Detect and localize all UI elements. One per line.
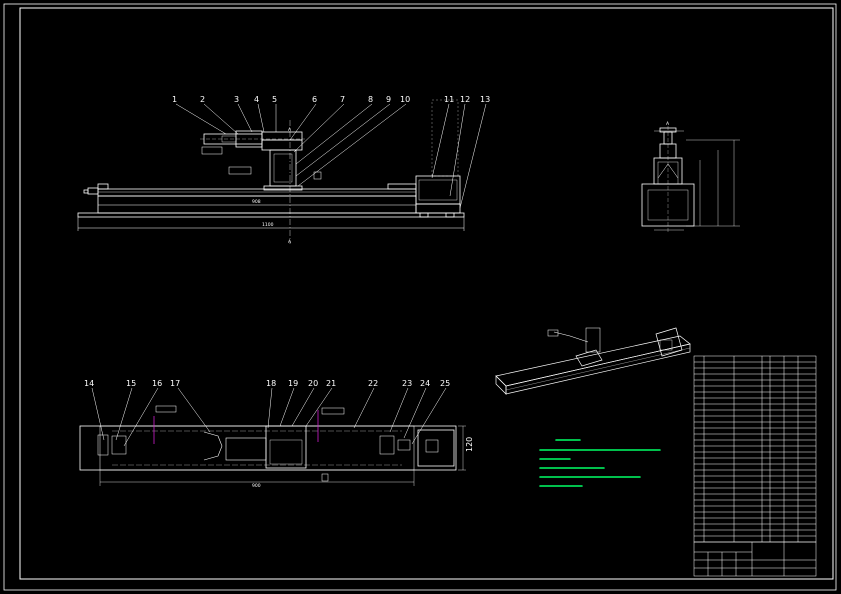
- technical-notes: [539, 439, 661, 487]
- title-block: [693, 541, 817, 577]
- sheet-outer-border: [3, 3, 837, 591]
- dimension-length: 900: [252, 483, 261, 489]
- dimension-height: 120: [465, 437, 474, 452]
- callout-5: 5: [272, 95, 277, 104]
- plan-view: [79, 405, 466, 486]
- callout-9: 9: [386, 95, 391, 104]
- callout-14: 14: [84, 379, 94, 388]
- front-view-callouts: 1 2 3 4 5 6 7 8 9 10 11 12 13: [172, 95, 490, 104]
- dimension-overall: 1100: [262, 222, 274, 228]
- callout-7: 7: [340, 95, 345, 104]
- callout-22: 22: [368, 379, 378, 388]
- callout-16: 16: [152, 379, 162, 388]
- side-view: [641, 126, 740, 232]
- callout-3: 3: [234, 95, 239, 104]
- callout-20: 20: [308, 379, 318, 388]
- callout-21: 21: [326, 379, 336, 388]
- front-view-leaders: [175, 103, 487, 209]
- sheet-inner-border: [19, 7, 834, 580]
- callout-13: 13: [480, 95, 490, 104]
- callout-24: 24: [420, 379, 430, 388]
- callout-19: 19: [288, 379, 298, 388]
- callout-8: 8: [368, 95, 373, 104]
- section-mark-top: A: [288, 127, 292, 133]
- callout-12: 12: [460, 95, 470, 104]
- callout-17: 17: [170, 379, 180, 388]
- front-view-dimensions: [77, 204, 465, 231]
- callout-23: 23: [402, 379, 412, 388]
- callout-18: 18: [266, 379, 276, 388]
- front-view: [77, 99, 465, 244]
- plan-view-leaders: [91, 387, 447, 447]
- callout-2: 2: [200, 95, 205, 104]
- isometric-view: [495, 327, 691, 395]
- callout-11: 11: [444, 95, 454, 104]
- callout-25: 25: [440, 379, 450, 388]
- side-view-label: A: [666, 121, 670, 127]
- parts-list: [693, 355, 817, 543]
- callout-6: 6: [312, 95, 317, 104]
- callout-4: 4: [254, 95, 259, 104]
- callout-15: 15: [126, 379, 136, 388]
- callout-1: 1: [172, 95, 177, 104]
- callout-10: 10: [400, 95, 410, 104]
- section-mark-bottom: A: [288, 239, 292, 245]
- dimension-inner: 908: [252, 199, 261, 205]
- plan-view-callouts: 14 15 16 17 18 19 20 21 22 23 24 25: [84, 379, 450, 388]
